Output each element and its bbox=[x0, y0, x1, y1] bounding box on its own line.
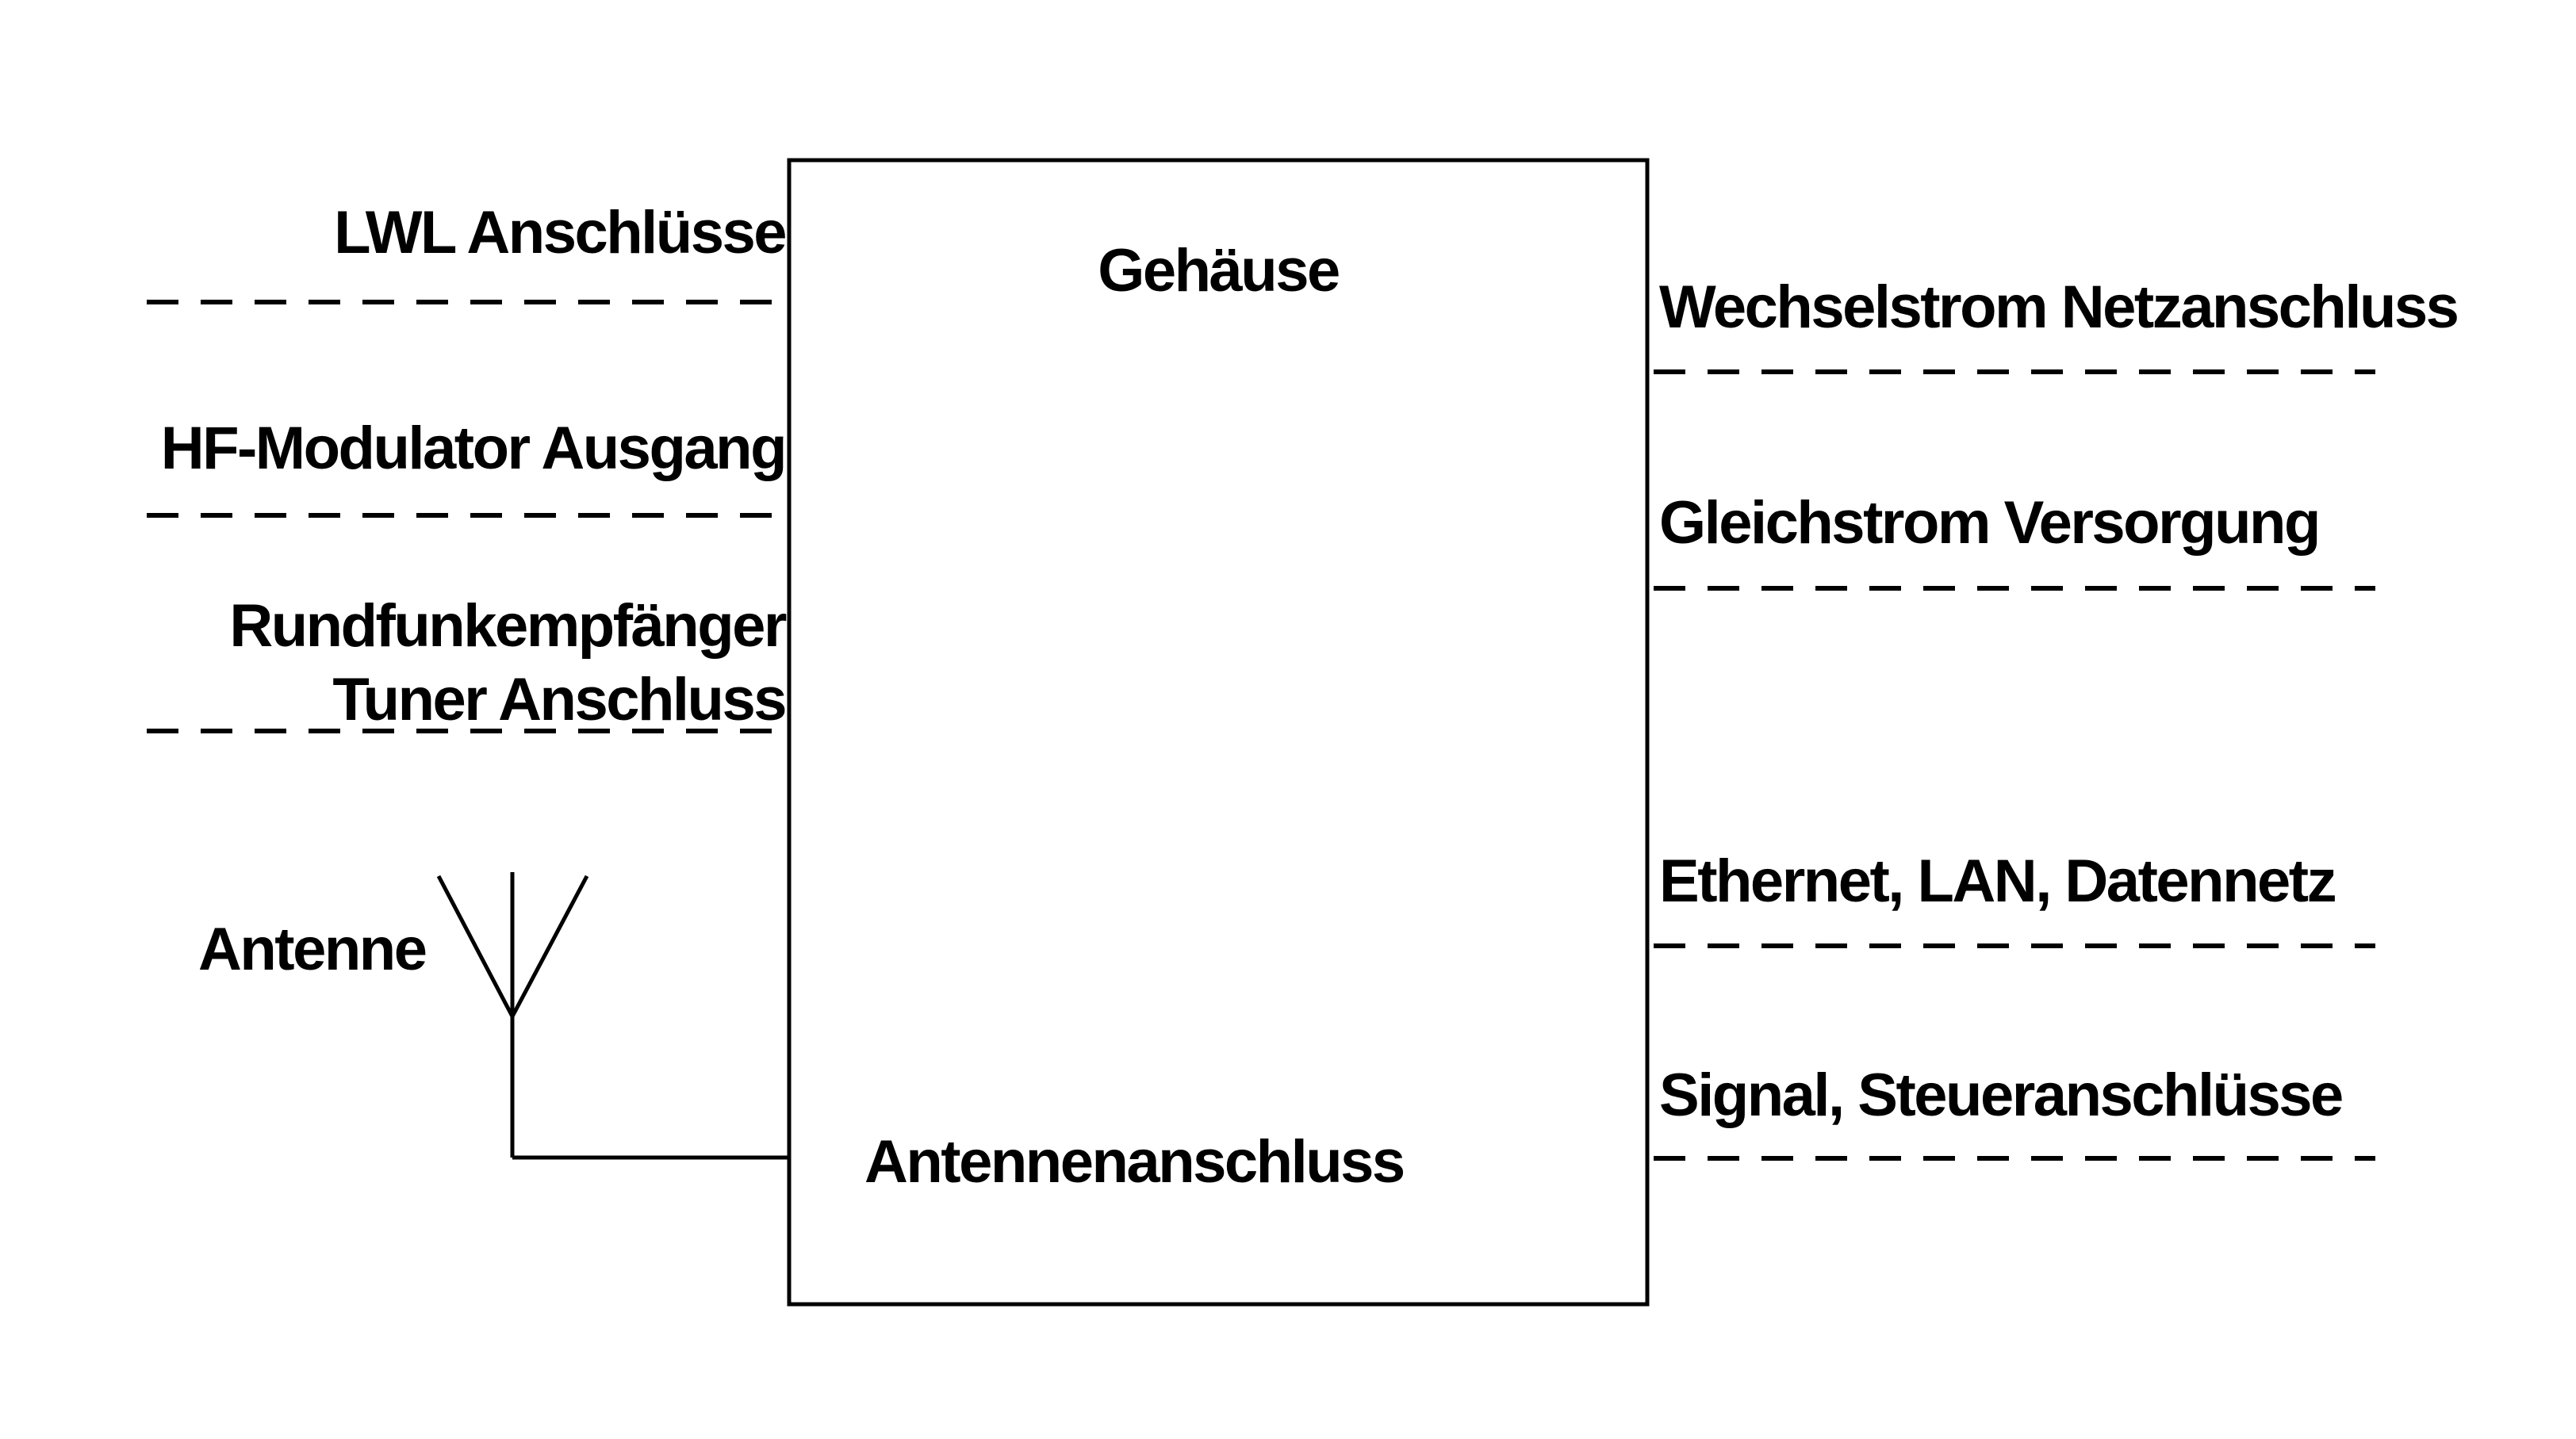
label-rundfunkempfaenger-tuner: Rundfunkempfänger Tuner Anschluss bbox=[229, 590, 787, 737]
label-gleichstrom-versorgung: Gleichstrom Versorgung bbox=[1659, 489, 2321, 557]
label-rundfunkempfaenger-line2: Tuner Anschluss bbox=[332, 665, 787, 733]
label-signal-steueranschluesse: Signal, Steueranschlüsse bbox=[1659, 1062, 2344, 1129]
label-ethernet-lan-datennetz: Ethernet, LAN, Datennetz bbox=[1659, 848, 2337, 915]
antenna-arm-left bbox=[436, 874, 515, 1018]
label-antenne: Antenne bbox=[198, 916, 427, 983]
label-lwl-anschluesse: LWL Anschlüsse bbox=[334, 199, 787, 266]
label-rundfunkempfaenger-line1: Rundfunkempfänger bbox=[229, 592, 787, 660]
gehaeuse-box bbox=[787, 158, 1650, 1307]
box-title: Gehäuse bbox=[1098, 237, 1340, 304]
label-antennenanschluss: Antennenanschluss bbox=[864, 1128, 1405, 1196]
label-hf-modulator-ausgang: HF-Modulator Ausgang bbox=[160, 415, 788, 482]
antenna-arm-right bbox=[510, 874, 589, 1018]
antenna-icon bbox=[436, 872, 791, 1160]
label-wechselstrom-netzanschluss: Wechselstrom Netzanschluss bbox=[1659, 274, 2459, 341]
